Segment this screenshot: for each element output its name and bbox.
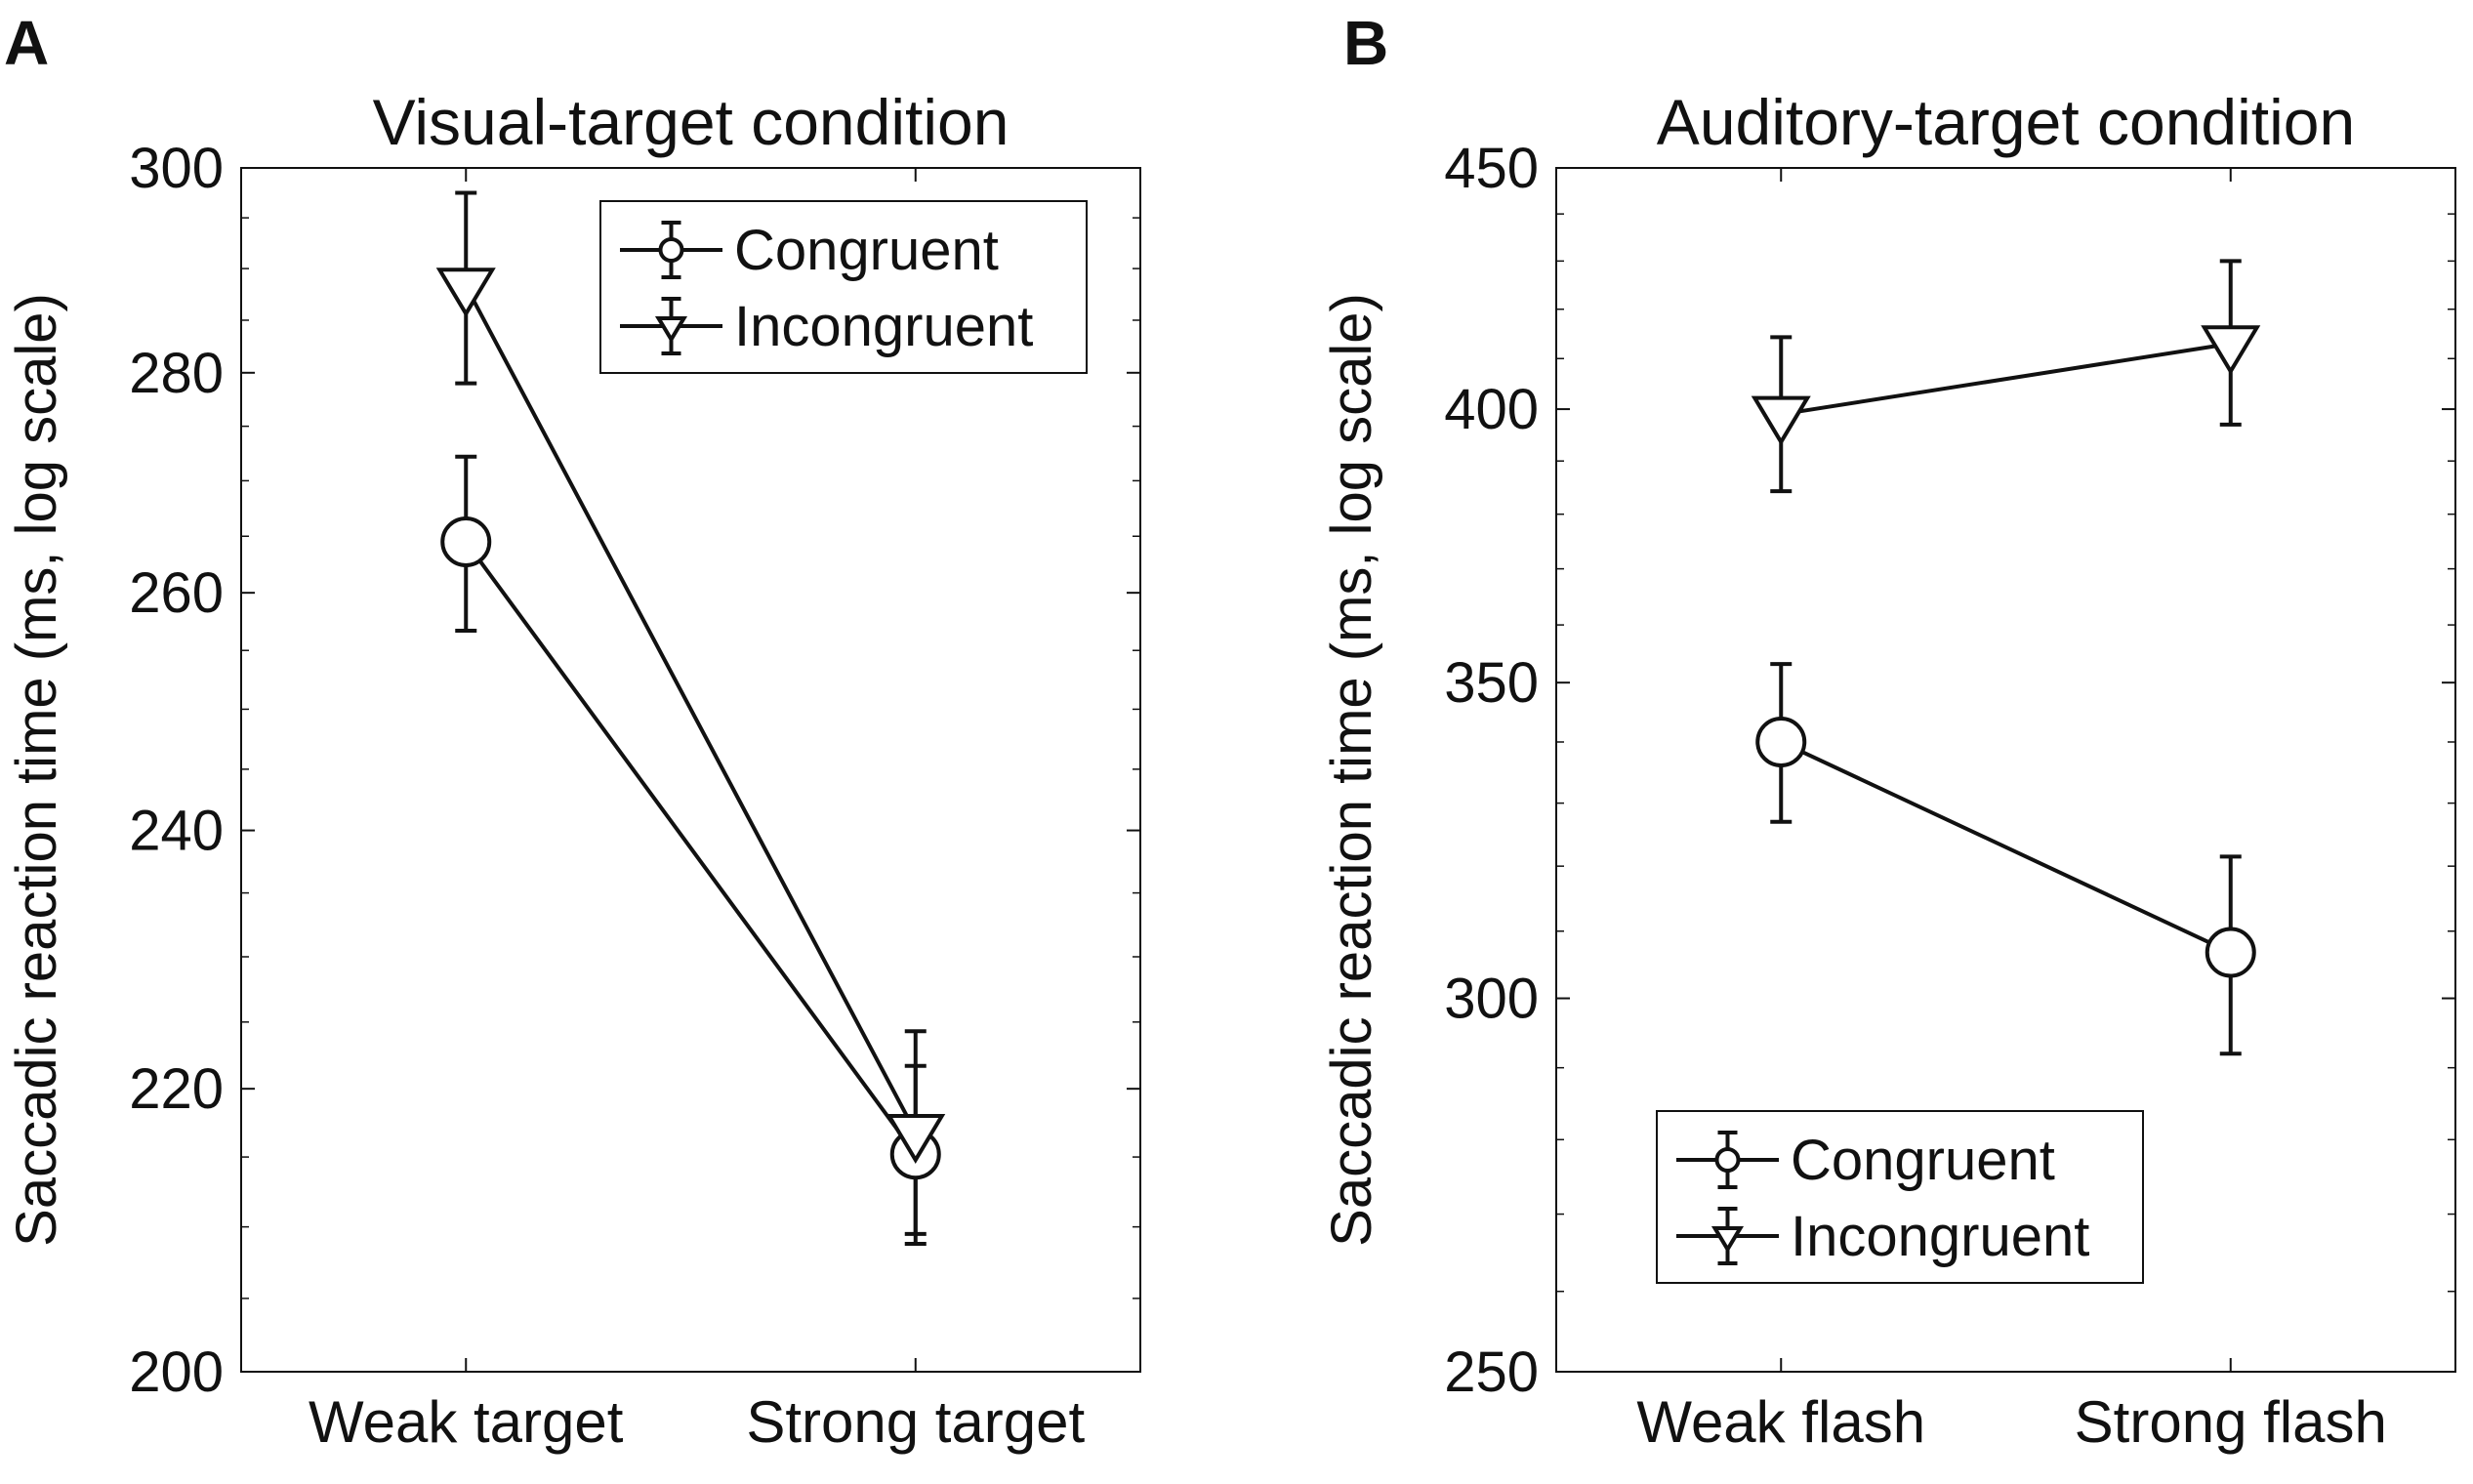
panel-a-category-label-strong-target: Strong target [746,1389,1085,1455]
panel-b-category-label-strong-flash: Strong flash [2075,1389,2387,1455]
panel-a-legend-box [599,200,1088,374]
panel-b-legend: Congruent Incongruent [1656,1110,2144,1284]
panel-b-plot-frame [1555,167,2456,1373]
panel-b-legend-incongruent-marker [1710,1225,1745,1254]
panel-b-incongruent-line [1780,342,2232,417]
panel-a-ytick-label-260: 260 [129,561,224,625]
panel-a-ytick-label-300: 300 [129,137,224,200]
panel-a-legend-congruent-symbol [620,221,722,279]
panel-a-y-axis-label: Saccadic reaction time (ms, log scale) [5,293,68,1247]
panel-b-ytick-label-400: 400 [1444,378,1539,441]
panel-b-legend-congruent-marker [1714,1147,1741,1173]
panel-a-incongruent-point-strong-target [886,1113,946,1164]
panel-b-category-label-weak-flash: Weak flash [1636,1389,1925,1455]
panel-a-congruent-point-weak-target [440,515,492,567]
panel-b-ytick-label-450: 450 [1444,137,1539,200]
panel-b-legend-incongruent-symbol [1676,1207,1779,1265]
panel-b-ytick-label-250: 250 [1444,1340,1539,1404]
panel-a-congruent-line [464,540,918,1156]
panel-a: A Visual-target condition Saccadic react… [4,8,1141,1455]
panel-a-ytick-label-240: 240 [129,800,224,863]
panel-a-ytick-label-200: 200 [129,1340,224,1404]
panel-a-letter: A [4,8,49,78]
panel-a-legend-congruent-label: Congruent [734,219,999,282]
panel-a-series [435,190,946,1247]
panel-b-ytick-label-300: 300 [1444,968,1539,1031]
panel-b-congruent-point-weak-flash [1755,716,1807,767]
panel-a-legend-incongruent-label: Incongruent [734,295,1033,358]
panel-b-series [1751,259,2261,1056]
panel-a-legend: Congruent Incongruent [599,200,1088,374]
panel-b-ytick-label-350: 350 [1444,651,1539,715]
panel-b-legend-congruent-symbol [1676,1131,1779,1189]
panel-b-y-ticks: 250 300 350 400 450 [1444,137,2455,1404]
panel-b: B Auditory-target condition Saccadic rea… [1320,8,2456,1455]
panel-b-letter: B [1343,8,1388,78]
panel-a-legend-incongruent-symbol [620,297,722,355]
panel-a-incongruent-point-weak-target [435,268,496,318]
panel-a-legend-incongruent-marker [654,315,688,344]
panel-a-title: Visual-target condition [373,86,1010,158]
panel-a-ytick-label-220: 220 [129,1057,224,1121]
panel-b-x-ticks: Weak flash Strong flash [1636,168,2387,1455]
panel-b-legend-box [1656,1110,2144,1284]
panel-b-legend-incongruent-label: Incongruent [1791,1205,2089,1268]
panel-b-y-axis-label: Saccadic reaction time (ms, log scale) [1320,293,1383,1247]
panel-b-congruent-point-strong-flash [2205,927,2256,978]
panel-b-incongruent-point-weak-flash [1751,395,1811,446]
panel-a-incongruent-line [464,285,918,1134]
panel-a-legend-congruent-marker [658,237,684,263]
panel-a-ytick-label-280: 280 [129,342,224,405]
panel-a-x-ticks: Weak target Strong target [309,168,1086,1455]
panel-a-y-ticks: 200 220 240 260 280 300 [129,137,1140,1404]
panel-b-legend-congruent-label: Congruent [1791,1129,2055,1192]
panel-b-congruent-line [1780,740,2232,955]
panel-b-title: Auditory-target condition [1657,86,2355,158]
panel-b-incongruent-point-strong-flash [2201,325,2261,376]
panel-a-category-label-weak-target: Weak target [309,1389,624,1455]
